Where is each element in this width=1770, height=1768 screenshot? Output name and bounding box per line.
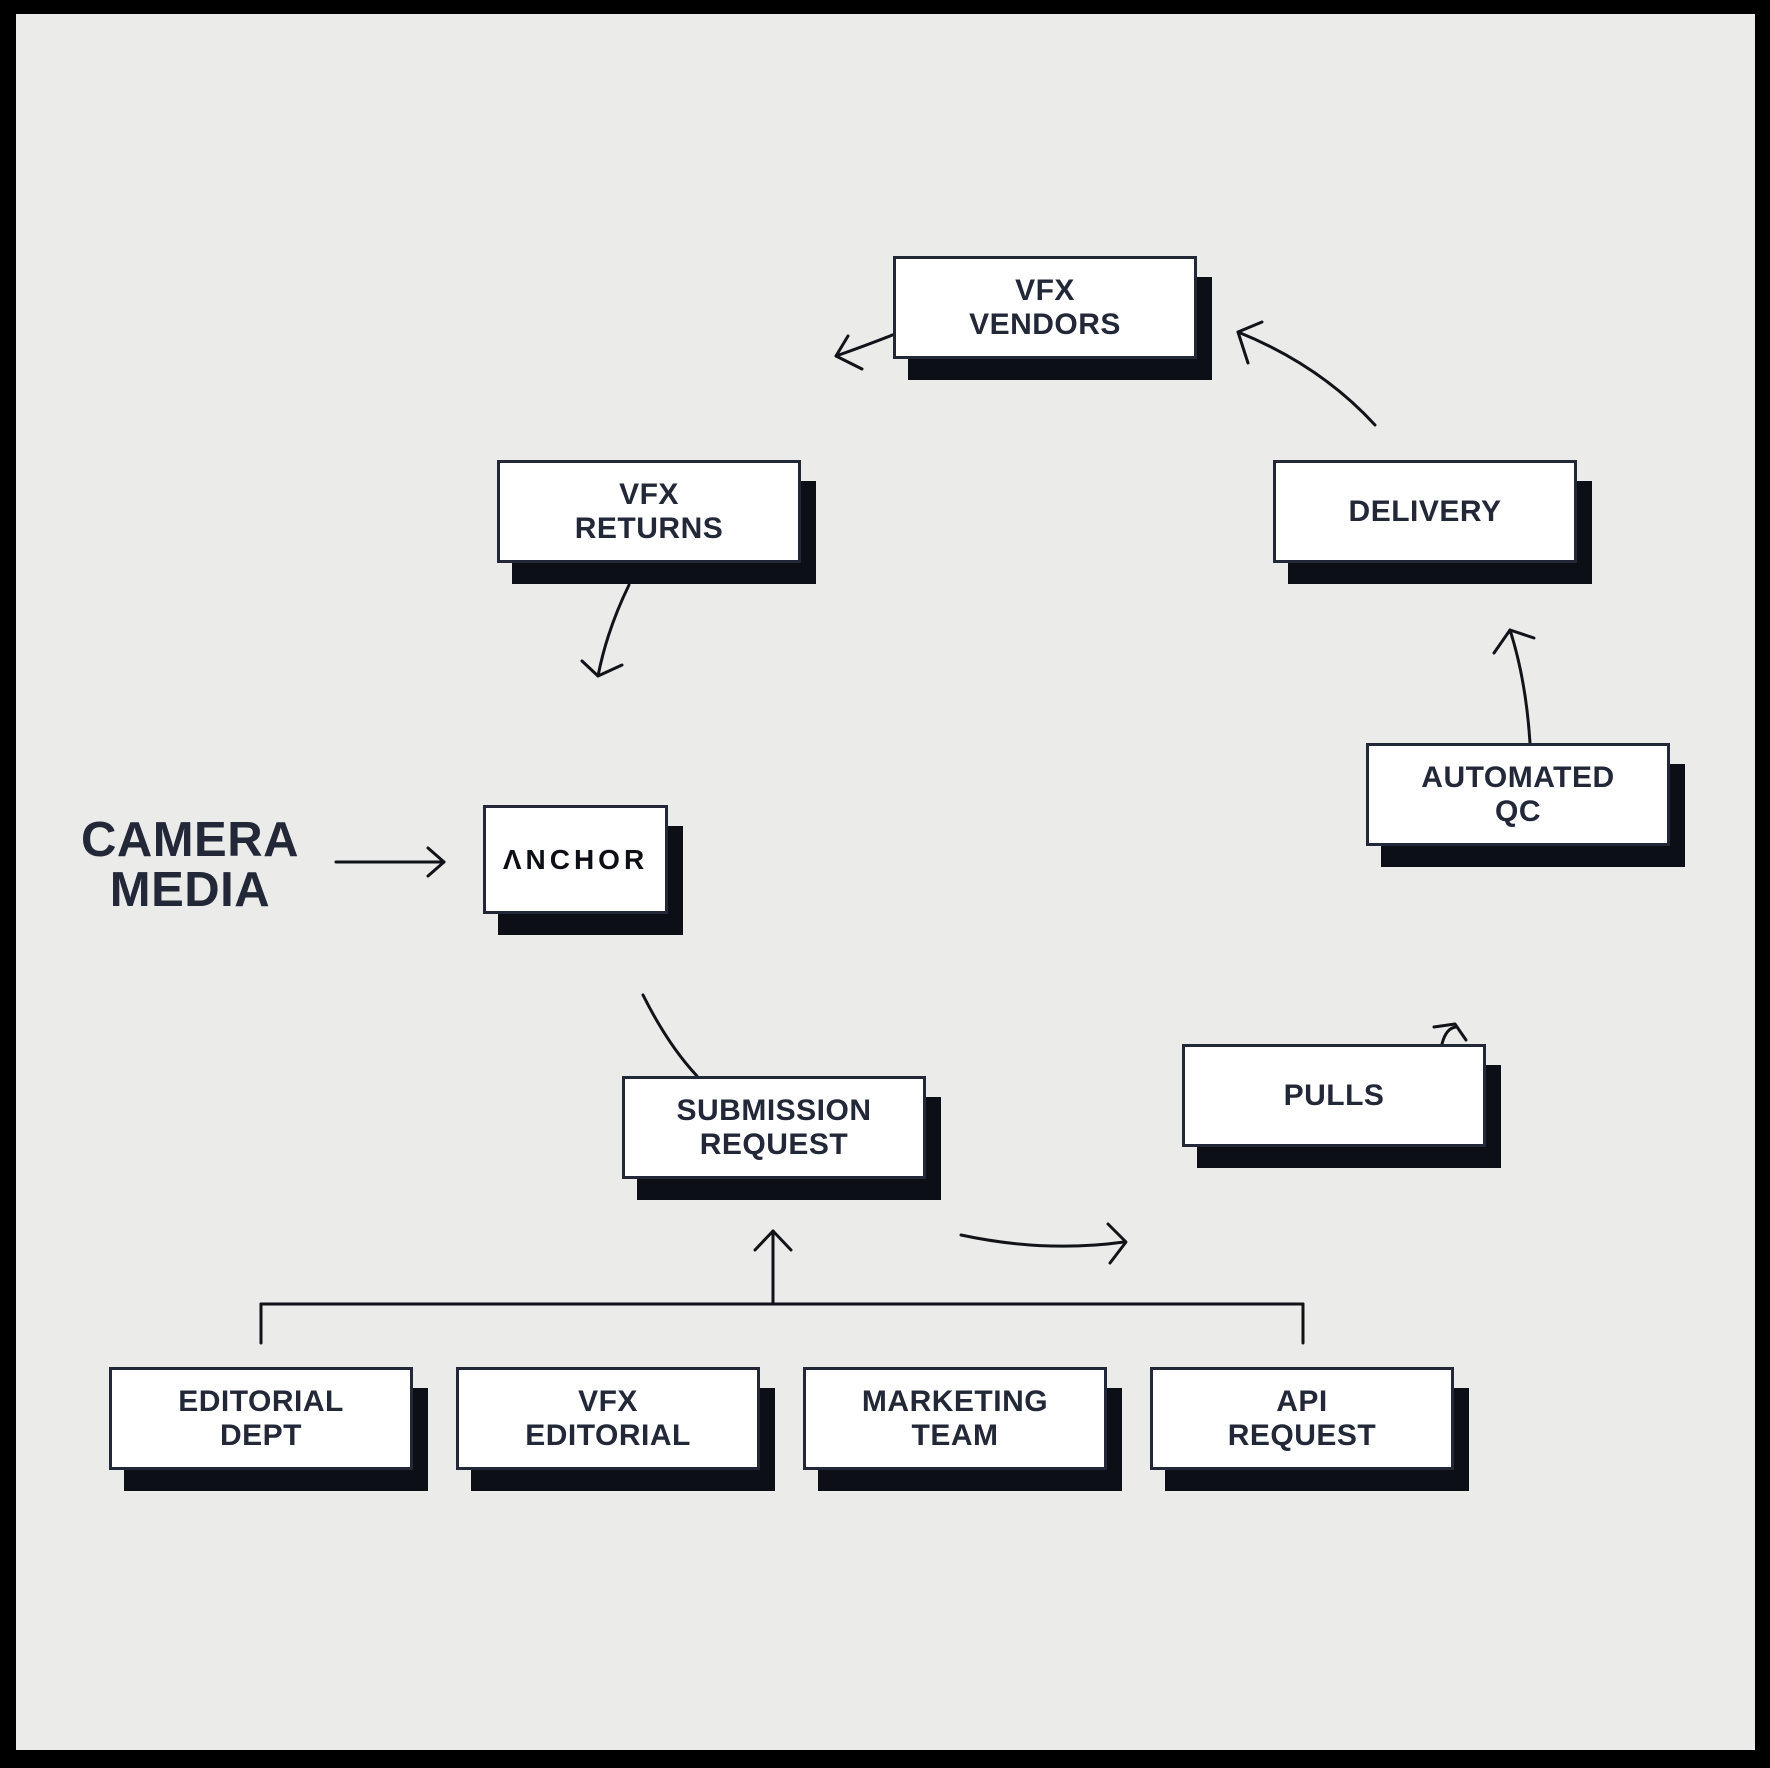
marketing-team-line-1: MARKETING: [861, 1384, 1049, 1418]
arrow-returns-to-anchor: [580, 583, 631, 678]
node-api-request: API REQUEST: [1150, 1367, 1454, 1470]
node-vfx-returns: VFX RETURNS: [497, 460, 801, 563]
node-editorial-dept: EDITORIAL DEPT: [109, 1367, 413, 1470]
bracket-sources-to-submission: [259, 1229, 1305, 1345]
editorial-dept-line-1: EDITORIAL: [178, 1384, 344, 1418]
node-delivery: DELIVERY: [1273, 460, 1577, 563]
editorial-dept-line-2: DEPT: [219, 1418, 302, 1452]
api-request-line-2: REQUEST: [1227, 1418, 1377, 1452]
camera-media-label: CAMERA MEDIA: [60, 815, 320, 915]
arrow-qc-to-delivery: [1492, 628, 1536, 745]
arrow-anchor-submission: [641, 993, 699, 1078]
node-pulls: PULLS: [1182, 1044, 1486, 1147]
vfx-vendors-line-1: VFX: [1015, 273, 1075, 307]
arrow-submission-to-pulls: [959, 1222, 1128, 1265]
vfx-returns-line-1: VFX: [619, 477, 679, 511]
node-marketing-team: MARKETING TEAM: [803, 1367, 1107, 1470]
marketing-team-line-2: TEAM: [911, 1418, 999, 1452]
vfx-returns-line-2: RETURNS: [574, 511, 724, 545]
anchor-logo: ΛNCHOR: [502, 843, 649, 875]
node-vfx-editorial: VFX EDITORIAL: [456, 1367, 760, 1470]
arrow-delivery-to-vendors: [1236, 320, 1377, 427]
node-submission-request: SUBMISSION REQUEST: [622, 1076, 926, 1179]
arrow-vendors-to-returns: [834, 332, 897, 371]
vfx-editorial-line-1: VFX: [578, 1384, 638, 1418]
submission-request-line-2: REQUEST: [699, 1127, 849, 1161]
delivery-line-1: DELIVERY: [1348, 494, 1502, 528]
pulls-line-1: PULLS: [1283, 1078, 1385, 1112]
arrow-camera-to-anchor: [334, 846, 446, 878]
node-vfx-vendors: VFX VENDORS: [893, 256, 1197, 359]
node-automated-qc: AUTOMATED QC: [1366, 743, 1670, 846]
vfx-editorial-line-2: EDITORIAL: [525, 1418, 691, 1452]
automated-qc-line-1: AUTOMATED: [1421, 760, 1615, 794]
submission-request-line-1: SUBMISSION: [676, 1093, 872, 1127]
vfx-vendors-line-2: VENDORS: [969, 307, 1121, 341]
node-anchor: ΛNCHOR: [483, 805, 668, 914]
api-request-line-1: API: [1276, 1384, 1328, 1418]
arrow-pulls-to-qc: [1432, 1022, 1468, 1046]
camera-media-line-1: CAMERA: [80, 813, 300, 867]
automated-qc-line-2: QC: [1495, 794, 1541, 828]
camera-media-line-2: MEDIA: [109, 863, 271, 917]
